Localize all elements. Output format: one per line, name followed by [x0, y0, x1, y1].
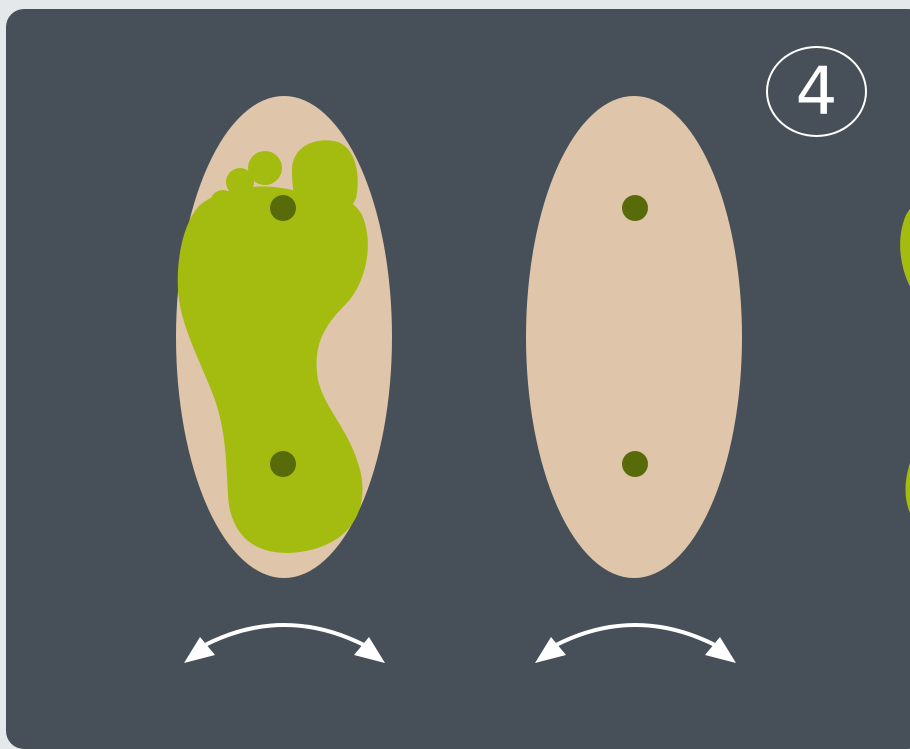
left-foot-group: [176, 96, 392, 578]
right-foot-print-icon: [900, 140, 910, 553]
left-heel-pressure-point: [270, 451, 296, 477]
right-double-headed-curved-arrow-icon: [535, 625, 736, 663]
right-foot-pad: [526, 96, 742, 578]
right-foot-group: [526, 96, 910, 578]
left-forefoot-pressure-point: [270, 195, 296, 221]
right-heel-pressure-point: [622, 451, 648, 477]
right-forefoot-pressure-point: [622, 195, 648, 221]
step-number-badge: 4: [766, 46, 867, 137]
left-double-headed-curved-arrow-icon: [184, 625, 385, 663]
